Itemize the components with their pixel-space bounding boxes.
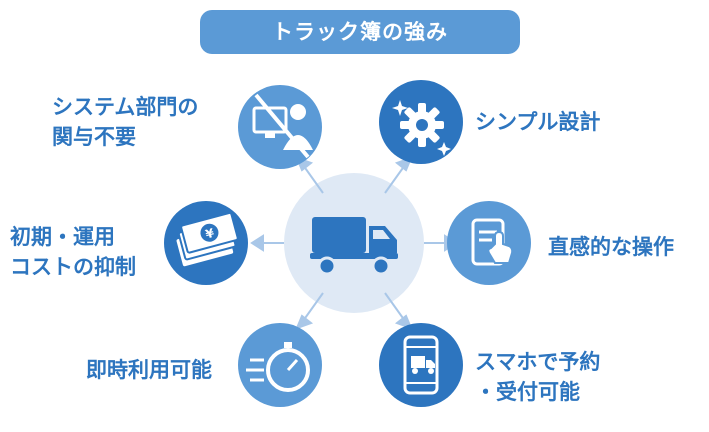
gear-sparkle-icon: [379, 80, 463, 164]
tablet-touch-icon: [447, 201, 531, 285]
feature-label-immediate-use: 即時利用可能: [86, 358, 212, 382]
smartphone-truck-icon: [379, 323, 463, 407]
feature-label-intuitive-operation: 直感的な操作: [548, 235, 674, 259]
computer-user-prohibited-icon: [238, 85, 322, 169]
truck-icon: [310, 217, 398, 276]
stopwatch-speed-icon: [238, 323, 322, 407]
feature-label-simple-design: シンプル設計: [475, 110, 601, 134]
diagram-title: トラック簿の強み: [200, 10, 520, 54]
feature-label-no-system-dept: システム部門の関与不要: [52, 95, 199, 149]
feature-label-smartphone-booking: スマホで予約・受付可能: [475, 350, 601, 404]
yen-banknotes-icon: ¥: [164, 201, 248, 285]
feature-label-low-cost: 初期・運用コストの抑制: [10, 225, 136, 279]
